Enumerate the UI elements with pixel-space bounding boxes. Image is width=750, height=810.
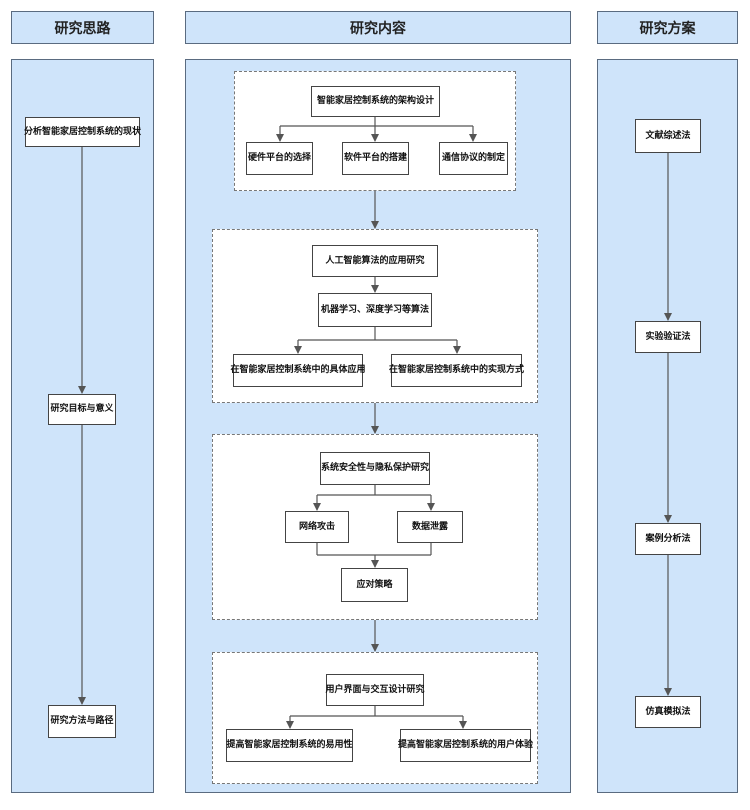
right-step-literature-review: 文献综述法	[635, 119, 701, 153]
left-step-goals-significance: 研究目标与意义	[48, 394, 116, 425]
header-research-ideas: 研究思路	[11, 11, 154, 44]
right-step-simulation: 仿真模拟法	[635, 696, 701, 728]
security-countermeasures: 应对策略	[341, 568, 408, 602]
right-step-experimental-validation: 实验验证法	[635, 321, 701, 353]
header-research-content: 研究内容	[185, 11, 571, 44]
group-ux-design	[212, 652, 538, 784]
ai-specific-application: 在智能家居控制系统中的具体应用	[231, 354, 366, 387]
ai-algorithms: 机器学习、深度学习等算法	[318, 293, 432, 327]
security-data-leak: 数据泄露	[397, 511, 463, 543]
architecture-protocol: 通信协议的制定	[439, 142, 508, 175]
ai-implementation: 在智能家居控制系统中的实现方式	[389, 354, 524, 387]
security-network-attack: 网络攻击	[285, 511, 349, 543]
left-step-methods-path: 研究方法与路径	[48, 705, 116, 738]
panel-research-plan	[597, 59, 738, 793]
panel-research-ideas	[11, 59, 154, 793]
architecture-software: 软件平台的搭建	[342, 142, 409, 175]
architecture-hardware: 硬件平台的选择	[246, 142, 313, 175]
right-step-case-analysis: 案例分析法	[635, 523, 701, 555]
architecture-title: 智能家居控制系统的架构设计	[311, 86, 440, 117]
header-research-plan: 研究方案	[597, 11, 738, 44]
left-step-status-analysis: 分析智能家居控制系统的现状	[24, 117, 141, 147]
ux-usability: 提高智能家居控制系统的易用性	[226, 729, 353, 762]
ux-title: 用户界面与交互设计研究	[326, 674, 425, 706]
ai-title: 人工智能算法的应用研究	[312, 245, 438, 277]
security-title: 系统安全性与隐私保护研究	[320, 452, 430, 485]
ux-user-experience: 提高智能家居控制系统的用户体验	[398, 729, 533, 762]
